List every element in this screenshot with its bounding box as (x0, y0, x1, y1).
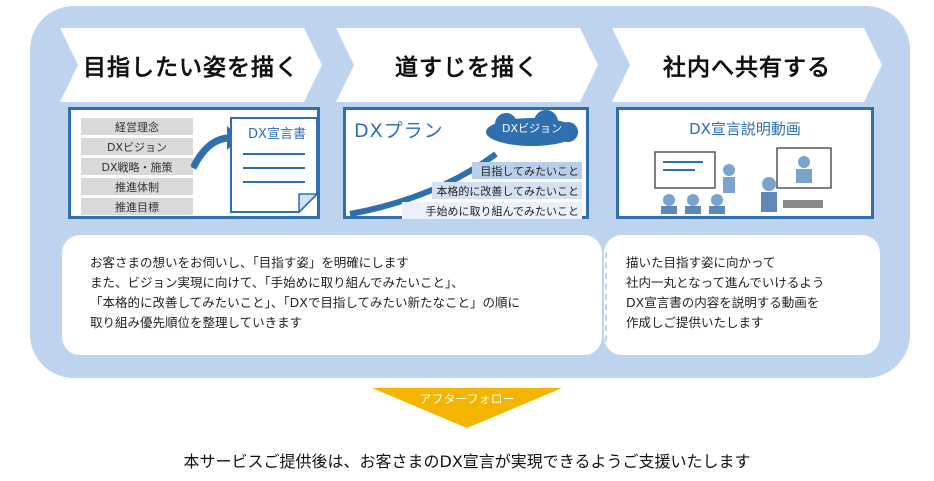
goal-item: 本格的に改善してみたいこと (432, 182, 582, 199)
list-item: 推進目標 (81, 198, 193, 215)
plan-title: DXプラン (354, 120, 444, 142)
document-icon: DX宣言書 (229, 116, 319, 218)
list-item: DXビジョン (81, 138, 193, 155)
list-item: DX戦略・施策 (81, 158, 193, 175)
step-1-label: 目指したい姿を描く (83, 55, 299, 81)
description-line: 「本格的に改善してみたいこと」、「DXで目指してみたい新たなこと」の順に (90, 295, 520, 310)
vision-card: 経営理念 DXビジョン DX戦略・施策 推進体制 推進目標 DX宣言書 (68, 107, 320, 219)
share-description: 描いた目指す姿に向かって 社内一丸となって進んでいけるよう DX宣言書の内容を説… (604, 235, 880, 355)
video-title: DX宣言説明動画 (689, 120, 801, 138)
description-line: 描いた目指す姿に向かって (626, 255, 776, 270)
presentation-illustration-icon (654, 147, 832, 214)
footer-text: 本サービスご提供後は、お客さまのDX宣言が実現できるようご支援いたします (183, 452, 751, 471)
goal-item: 目指してみたいこと (472, 162, 582, 179)
after-follow-arrow: アフターフォロー (372, 388, 562, 428)
dashed-divider (605, 252, 607, 352)
down-arrow-icon (372, 388, 562, 428)
description-line: DX宣言書の内容を説明する動画を (626, 295, 820, 310)
description-line: お客さまの想いをお伺いし、「目指す姿」を明確にします (90, 255, 409, 270)
description-line: 作成しご提供いたします (626, 315, 764, 330)
list-item: 推進体制 (81, 178, 193, 195)
video-card: DX宣言説明動画 (616, 107, 874, 219)
chevron-shape (336, 28, 598, 102)
chevron-shape (612, 28, 882, 102)
document-title: DX宣言書 (248, 127, 306, 142)
step-2-chevron: 道すじを描く (336, 28, 598, 102)
step-2-label: 道すじを描く (395, 55, 539, 81)
plan-description: お客さまの想いをお伺いし、「目指す姿」を明確にします また、ビジョン実現に向けて… (62, 235, 602, 355)
plan-card: DXプラン DXビジョン 目指してみたいこと 本格的に改善してみたいこと 手始め… (343, 107, 589, 219)
step-1-chevron: 目指したい姿を描く (60, 28, 322, 102)
after-follow-label: アフターフォロー (419, 392, 515, 406)
step-3-label: 社内へ共有する (663, 55, 831, 81)
chevron-shape (60, 28, 322, 102)
description-line: 取り組み優先順位を整理していきます (90, 315, 303, 330)
cloud-label: DXビジョン (501, 122, 562, 135)
goal-item: 手始めに取り組んでみたいこと (402, 202, 582, 219)
list-item: 経営理念 (81, 118, 193, 135)
description-line: 社内一丸となって進んでいけるよう (626, 275, 825, 290)
step-3-chevron: 社内へ共有する (612, 28, 882, 102)
description-line: また、ビジョン実現に向けて、「手始めに取り組んでみたいこと」、 (90, 275, 464, 290)
vision-items-list: 経営理念 DXビジョン DX戦略・施策 推進体制 推進目標 (81, 118, 193, 218)
